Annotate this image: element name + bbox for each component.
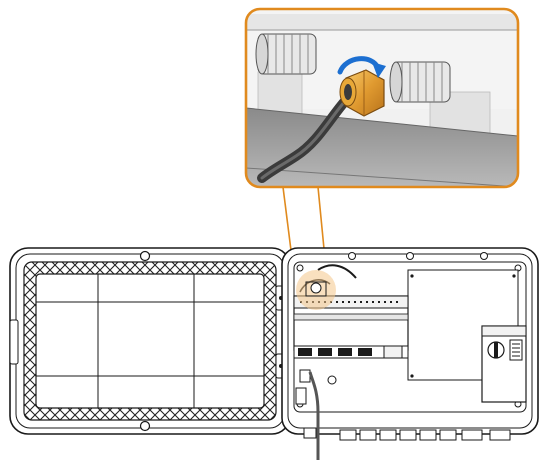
rotate-arrow-icon	[337, 56, 386, 78]
entry-cable	[308, 371, 320, 460]
callout-detail-panel	[244, 7, 520, 189]
threaded-port-left	[255, 33, 317, 75]
threaded-port-right	[389, 61, 451, 103]
gland-highlight	[296, 270, 336, 310]
enclosure-body	[281, 247, 539, 460]
cable-gland	[339, 69, 385, 117]
bottom-cable-glands	[303, 427, 511, 441]
switch-box	[481, 325, 527, 403]
enclosure-door	[9, 247, 291, 435]
